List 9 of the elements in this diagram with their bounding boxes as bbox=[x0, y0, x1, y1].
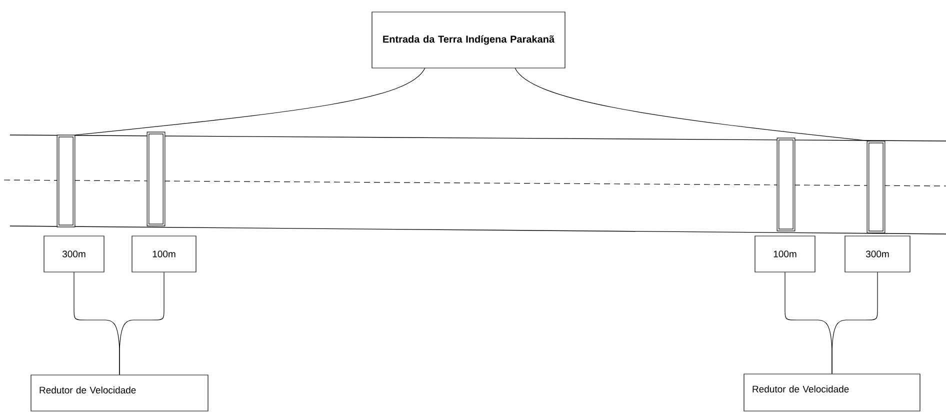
distance-label: 300m bbox=[44, 236, 104, 272]
reducer-label: Redutor de Velocidade bbox=[744, 374, 920, 412]
distance-label: 300m bbox=[844, 236, 910, 272]
distance-label: 100m bbox=[132, 236, 196, 272]
reducer-label: Redutor de Velocidade bbox=[30, 374, 208, 412]
entrance-label: Entrada da Terra Indígena Parakanã bbox=[372, 12, 566, 68]
connector bbox=[119, 272, 164, 375]
connector bbox=[832, 272, 878, 374]
distance-label: 100m bbox=[754, 236, 816, 272]
